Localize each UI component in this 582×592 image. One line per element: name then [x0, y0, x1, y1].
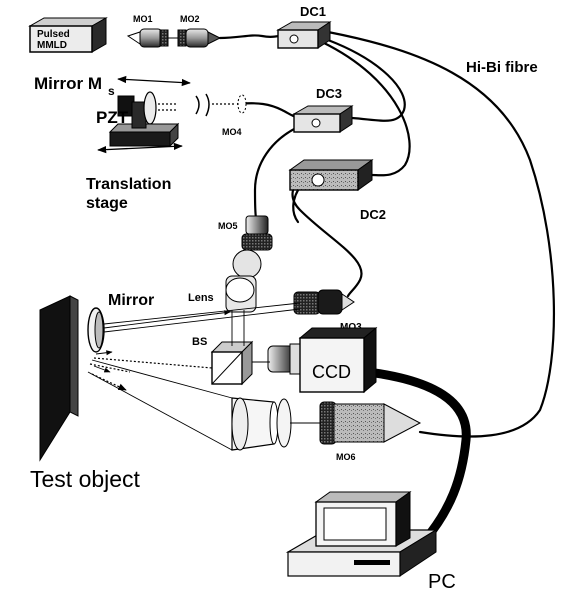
pzt-label: PZT — [96, 108, 129, 127]
mirror-element — [87, 307, 105, 353]
mo3-objective: MO3 — [293, 289, 362, 333]
bs-label: BS — [192, 336, 207, 348]
dc1-label: DC1 — [300, 4, 326, 19]
dc3-coupler: DC3 — [292, 86, 354, 133]
beam-paths — [87, 302, 301, 451]
test-object-label: Test object — [30, 466, 141, 492]
mo2-objective: MO2 — [168, 14, 222, 48]
lens-assembly: Lens — [188, 275, 257, 313]
mirror-ms-label: Mirror M — [34, 74, 102, 93]
test-object — [39, 295, 79, 462]
pulsed-mmld-source: Pulsed MMLD — [28, 17, 108, 53]
stage-motion-arrow — [97, 142, 183, 154]
lens-label: Lens — [188, 292, 214, 304]
mo6-label: MO6 — [336, 452, 356, 462]
mirror-ms-subscript: s — [108, 84, 115, 98]
hibi-fibre-label: Hi-Bi fibre — [466, 59, 538, 76]
pc-label: PC — [428, 571, 456, 592]
ccd-camera: CCD — [267, 326, 378, 394]
beam-splitter: BS — [192, 336, 254, 386]
source-label-line2: MMLD — [37, 40, 67, 51]
mo6-imaging-optics: MO6 — [231, 397, 422, 462]
dc2-coupler: DC2 — [288, 159, 386, 222]
translation-stage-label-line1: Translation — [86, 176, 171, 193]
dc3-label: DC3 — [316, 86, 342, 101]
dc1-coupler: DC1 — [276, 4, 332, 49]
fibre-cables — [218, 30, 556, 545]
source-label-line1: Pulsed — [37, 29, 70, 40]
mo5-objective: MO5 — [218, 215, 273, 279]
mo5-label: MO5 — [218, 221, 238, 231]
pc-computer — [285, 491, 439, 577]
mo1-label: MO1 — [133, 14, 153, 24]
pzt-mirror-assembly — [108, 91, 247, 148]
mirror-ms-motion-arrow — [117, 75, 191, 87]
dc2-label: DC2 — [360, 207, 386, 222]
mo1-objective: MO1 — [126, 14, 169, 48]
ccd-label: CCD — [312, 362, 351, 382]
translation-stage-label-line2: stage — [86, 195, 128, 212]
mo4-label: MO4 — [222, 127, 242, 137]
mirror-label: Mirror — [108, 292, 154, 309]
mo2-label: MO2 — [180, 14, 200, 24]
